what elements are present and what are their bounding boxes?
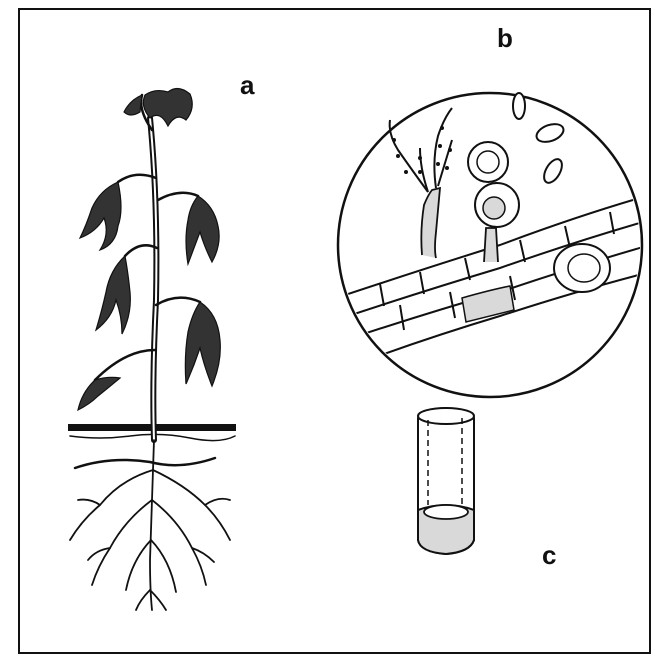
plant-illustration <box>68 88 236 610</box>
microscope-view <box>330 93 650 397</box>
branch <box>118 175 156 182</box>
stem-section <box>418 408 474 554</box>
roots <box>70 440 230 610</box>
conidia <box>513 93 566 186</box>
label-a: a <box>240 72 254 98</box>
branch <box>158 193 198 200</box>
conidiophore <box>421 188 440 258</box>
branch <box>95 350 155 380</box>
branch <box>125 245 157 256</box>
label-c: c <box>542 542 556 568</box>
label-b: b <box>497 25 513 51</box>
branch <box>156 298 200 305</box>
